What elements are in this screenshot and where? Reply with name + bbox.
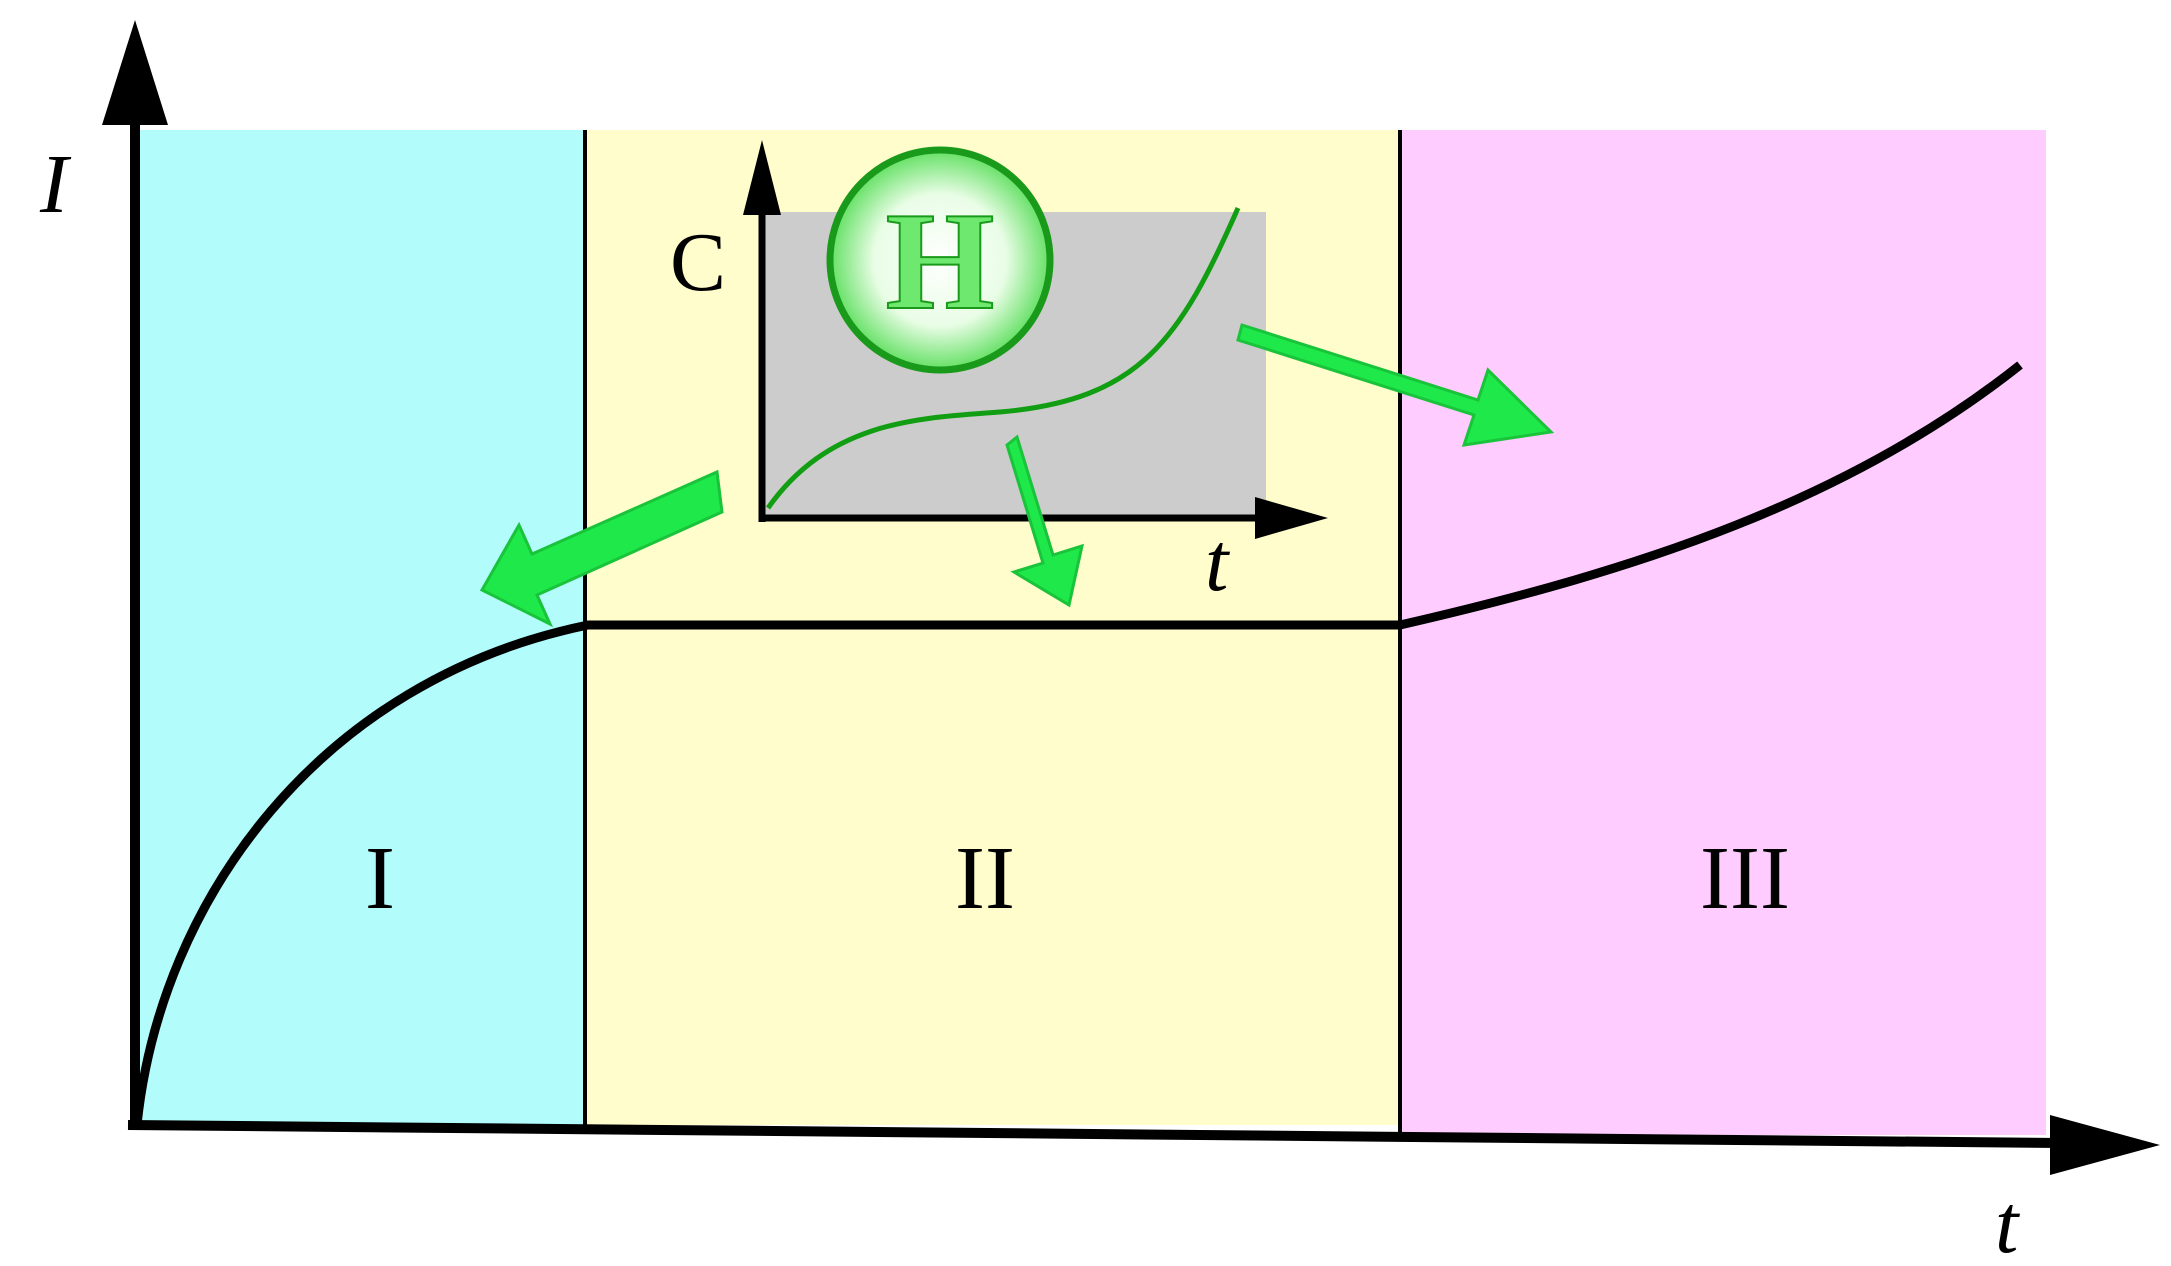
region-label-3: III — [1700, 829, 1790, 928]
inset-concentration-curve — [765, 206, 1241, 510]
green-arrows — [479, 323, 1555, 628]
y-axis-label: I — [39, 138, 72, 231]
intensity-curve — [132, 361, 2023, 1126]
x-axis-arrowhead — [2050, 1115, 2160, 1175]
arrow-to-region-3 — [1236, 323, 1555, 447]
hydrogen-badge: H — [826, 146, 1054, 374]
region-3-background — [1400, 130, 2046, 1135]
inset-x-axis-arrowhead — [1255, 497, 1328, 539]
arrow-down-to-curve — [1005, 434, 1085, 608]
x-axis-line — [127, 1120, 2061, 1148]
inset-x-axis-label: t — [1205, 516, 1231, 609]
inset-y-axis-label: C — [670, 216, 726, 309]
y-axis-arrowhead — [102, 20, 168, 125]
region-label-2: II — [955, 829, 1015, 928]
inset-y-axis-arrowhead — [743, 140, 781, 215]
region-label-1: I — [365, 829, 395, 928]
arrow-to-region-1 — [479, 469, 724, 628]
hydrogen-badge-letter: H — [886, 184, 995, 339]
region-1-background — [135, 130, 585, 1125]
x-axis-label: t — [1995, 1178, 2021, 1266]
hydrogen-badge-circle — [826, 146, 1054, 374]
